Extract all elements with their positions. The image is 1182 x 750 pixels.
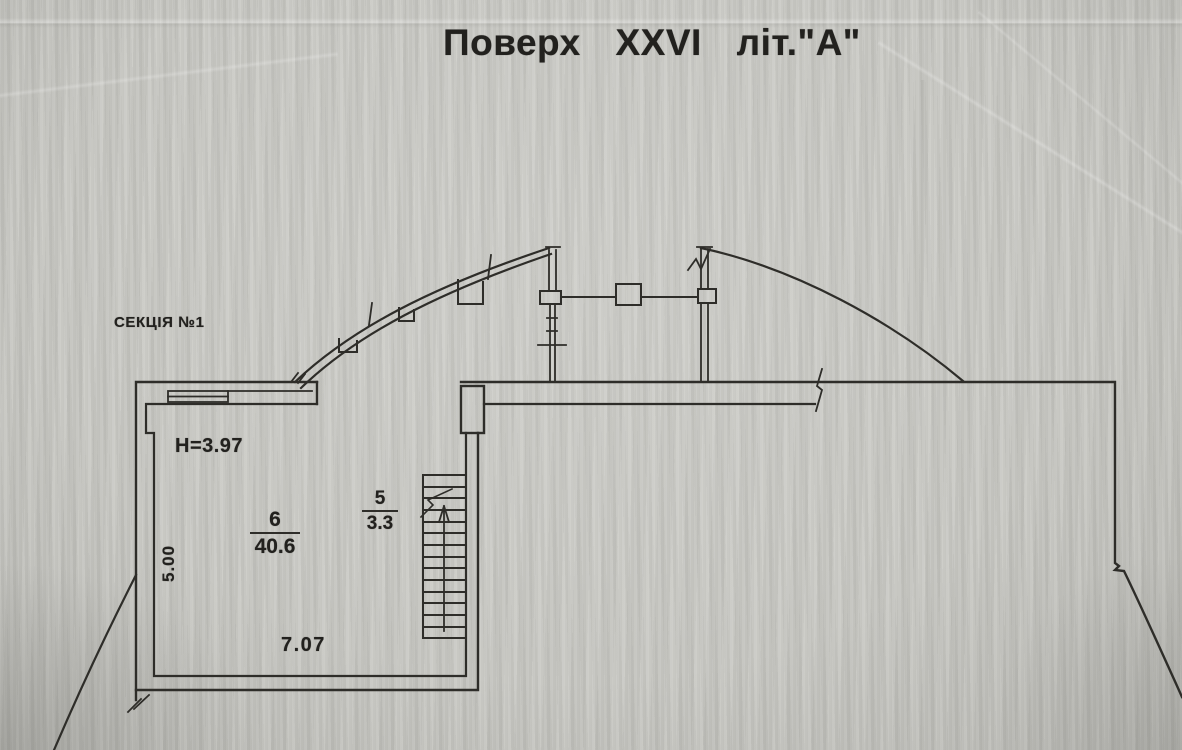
window-symbol bbox=[167, 390, 313, 403]
parapet-left-post bbox=[537, 246, 567, 383]
room-bottom-outer-wall bbox=[134, 431, 480, 692]
parapet-rail bbox=[560, 283, 717, 306]
arc-tick bbox=[367, 253, 493, 327]
room-5-area-label: 5 3.3 bbox=[362, 489, 398, 534]
section-label: СЕКЦІЯ №1 bbox=[114, 314, 205, 331]
plan-title: Поверх XXVI літ."А" bbox=[443, 22, 861, 63]
label-leader-line bbox=[419, 487, 454, 519]
room-6-area: 40.6 bbox=[254, 535, 296, 559]
balcony-pier bbox=[338, 338, 358, 353]
terrace-arc-right bbox=[699, 246, 965, 383]
balcony-pier bbox=[457, 279, 484, 305]
room-5-number: 5 bbox=[362, 489, 398, 512]
balcony-pier bbox=[398, 307, 415, 322]
wall-break-mark bbox=[814, 367, 824, 413]
room-6-area-label: 6 40.6 bbox=[250, 508, 300, 559]
parapet-right-post bbox=[686, 246, 713, 383]
dimension-height-label: 5.00 bbox=[159, 544, 178, 582]
wall-break-mark bbox=[126, 693, 151, 714]
room-6-number: 6 bbox=[250, 508, 300, 535]
ceiling-height-label: H=3.97 bbox=[175, 435, 244, 457]
main-top-wall-outer bbox=[459, 380, 1182, 699]
stairs-up-arrow bbox=[437, 504, 451, 632]
room-outer-wall bbox=[134, 380, 319, 702]
room-inner-wall bbox=[144, 402, 468, 678]
pilaster bbox=[459, 384, 486, 435]
arc-hatch-marks bbox=[289, 371, 307, 385]
dimension-width-label: 7.07 bbox=[281, 634, 326, 656]
terrace-arc-bottom-left bbox=[52, 573, 138, 750]
room-5-area: 3.3 bbox=[366, 512, 394, 534]
balcony-arc-inner bbox=[299, 252, 553, 390]
